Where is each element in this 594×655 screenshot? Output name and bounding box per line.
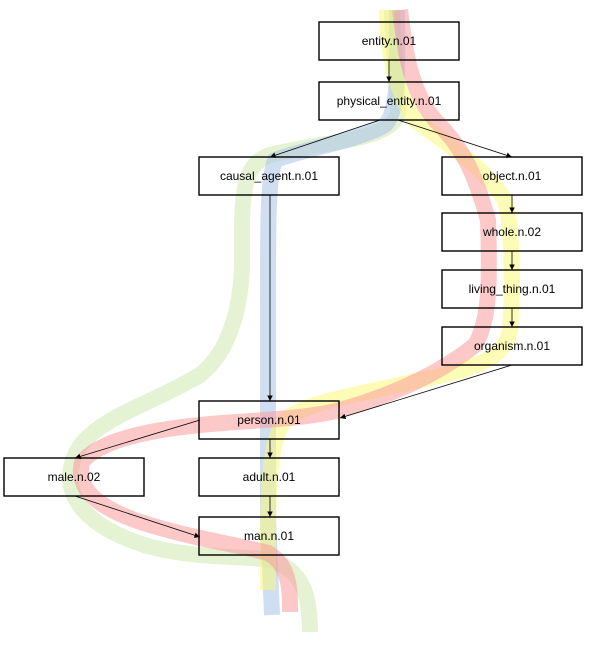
node-label-person: person.n.01	[237, 413, 301, 427]
node-physical-entity: physical_entity.n.01	[318, 81, 460, 121]
node-label-organism: organism.n.01	[474, 339, 550, 353]
node-label-object: object.n.01	[483, 169, 542, 183]
node-label-man: man.n.01	[244, 529, 294, 543]
edge-organism-person	[339, 364, 513, 420]
node-male: male.n.02	[3, 457, 145, 497]
edges	[74, 60, 515, 538]
node-label-adult: adult.n.01	[243, 470, 296, 484]
edge-person-male	[74, 419, 201, 460]
node-man: man.n.01	[198, 516, 340, 556]
node-causal-agent: causal_agent.n.01	[198, 156, 340, 196]
node-object: object.n.01	[441, 156, 583, 196]
node-label-causal-agent: causal_agent.n.01	[220, 169, 318, 183]
edge-male-man	[74, 495, 201, 538]
edge-physical_entity-object	[397, 119, 513, 158]
node-label-living-thing: living_thing.n.01	[469, 282, 556, 296]
edge-physical_entity-causal_agent	[269, 119, 381, 158]
node-label-entity: entity.n.01	[362, 34, 417, 48]
node-whole: whole.n.02	[441, 212, 583, 252]
node-label-whole: whole.n.02	[482, 225, 541, 239]
node-adult: adult.n.01	[198, 457, 340, 497]
node-person: person.n.01	[198, 400, 340, 440]
node-living-thing: living_thing.n.01	[441, 269, 583, 309]
nodes: entity.n.01 physical_entity.n.01 causal_…	[3, 21, 583, 556]
node-entity: entity.n.01	[318, 21, 460, 61]
node-organism: organism.n.01	[441, 326, 583, 366]
node-label-male: male.n.02	[48, 470, 101, 484]
node-label-physical-entity: physical_entity.n.01	[337, 94, 442, 108]
